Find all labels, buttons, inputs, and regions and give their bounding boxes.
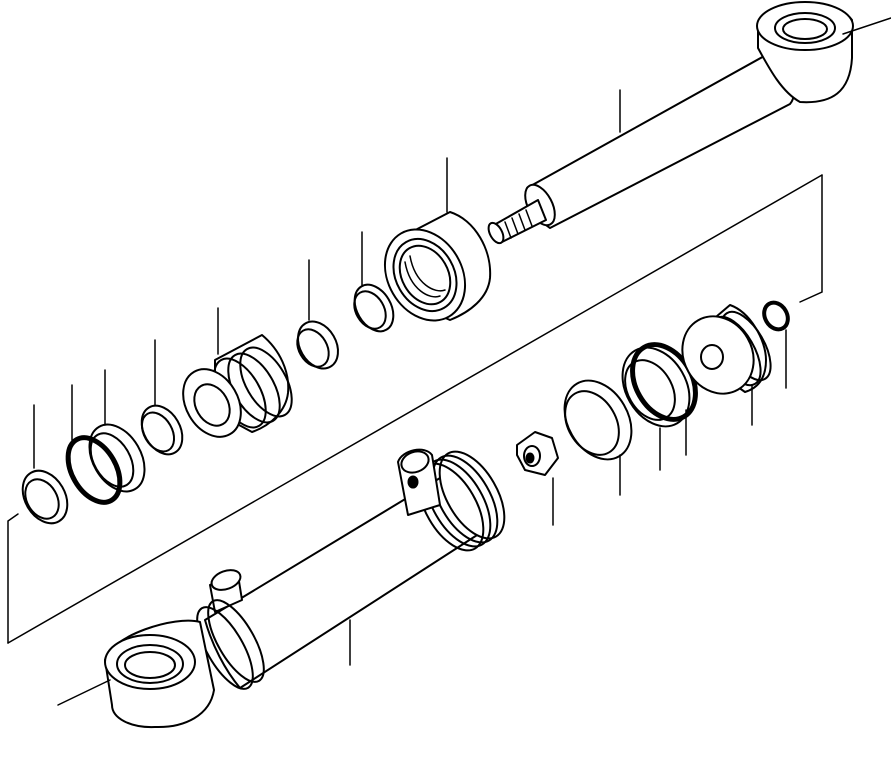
piston (182, 334, 293, 438)
wear-ring (140, 404, 184, 456)
callout-leader (57, 679, 111, 706)
bushing (296, 320, 339, 370)
group-boundary-line (7, 513, 19, 644)
group-boundary-line (799, 174, 823, 303)
rod-seal (88, 423, 146, 493)
piston-nut (516, 431, 559, 476)
dust-seal (21, 469, 69, 525)
piston-rod (487, 1, 854, 245)
group-boundary-line (7, 174, 823, 644)
cylinder-head (383, 211, 492, 322)
piston-ring (563, 379, 633, 461)
small-o-ring (762, 300, 790, 332)
callout-leader (842, 17, 891, 35)
cylinder-tube (104, 448, 506, 729)
backup-ring (65, 435, 123, 505)
piston-body (681, 304, 772, 395)
o-ring (353, 283, 395, 333)
